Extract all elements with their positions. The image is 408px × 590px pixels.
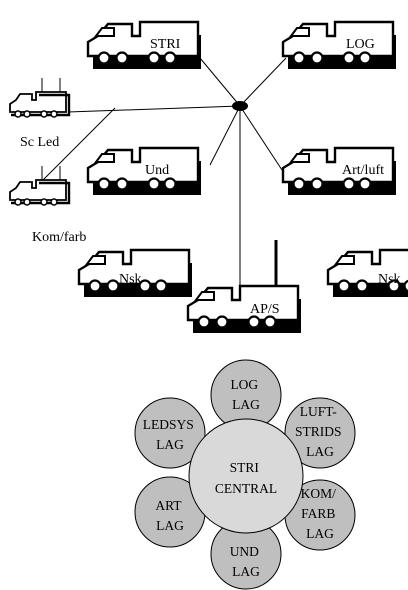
link-kom-farb <box>37 107 116 186</box>
circle-stri-central <box>188 418 304 534</box>
und-lag-label: UND LAG <box>230 544 263 579</box>
vehicle-und-label: Und <box>145 163 169 178</box>
vehicle-log-label: LOG <box>346 37 375 52</box>
circle-ledsys-lag <box>134 397 206 469</box>
link-und <box>209 105 241 166</box>
vehicle-log: LOG <box>281 20 398 71</box>
vehicle-nsk-left: Nsk <box>77 248 194 299</box>
network-links <box>37 57 287 286</box>
vehicle-stri: STRI <box>86 20 203 71</box>
stri-central-label: STRI CENTRAL <box>215 460 277 496</box>
vehicle-nsk-right-label: Nsk <box>378 272 401 287</box>
link-art-luft <box>239 105 283 171</box>
log-lag-label: LOG LAG <box>230 377 261 412</box>
unit-cluster <box>134 359 356 590</box>
vehicle-und: Und <box>86 146 203 197</box>
circle-luftstrids-lag <box>284 397 356 469</box>
vehicle-art-luft-label: Art/luft <box>342 163 384 178</box>
link-stri <box>199 57 241 107</box>
vehicle-aps: AP/S <box>186 240 303 335</box>
komfarb-lag-label: KOM/ FARB LAG <box>301 486 340 541</box>
vehicle-nsk-left-label: Nsk <box>119 272 142 287</box>
vehicle-nsk-right: Nsk <box>326 248 408 299</box>
vehicle-stri-label: STRI <box>150 37 181 52</box>
vehicle-art-luft: Art/luft <box>281 146 398 197</box>
link-sc-led <box>67 105 241 113</box>
unit-cluster-labels: LOG LAG LEDSYS LAG LUFT- STRIDS LAG STRI… <box>143 377 345 579</box>
small-vehicle-kom-farb-label: Kom/farb <box>32 230 86 245</box>
small-vehicle-sc-led-label: Sc Led <box>20 135 59 150</box>
small-vehicle-kom-farb: Kom/farb <box>8 166 86 245</box>
vehicle-aps-label: AP/S <box>250 302 280 317</box>
network-hub <box>232 101 248 111</box>
link-log <box>239 57 287 107</box>
art-lag-label: ART LAG <box>155 498 184 533</box>
small-vehicle-sc-led: Sc Led <box>8 78 71 150</box>
ledsys-lag-label: LEDSYS LAG <box>143 417 197 452</box>
luftstrids-lag-label: LUFT- STRIDS LAG <box>295 404 345 459</box>
